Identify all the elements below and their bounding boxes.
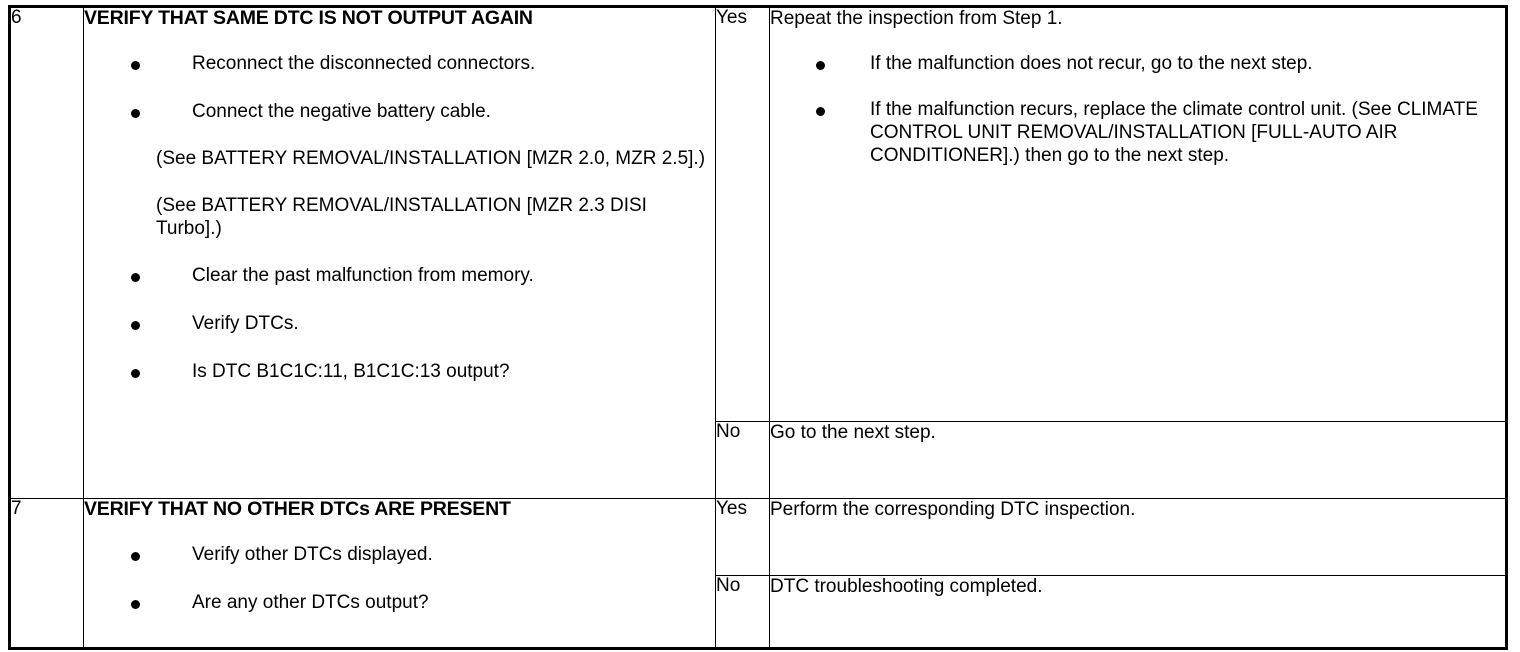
inspection-cell-7: VERIFY THAT NO OTHER DTCs ARE PRESENT Ve… xyxy=(83,498,716,649)
list-item-text: Connect the negative battery cable. xyxy=(192,101,491,123)
table-row: 6 VERIFY THAT SAME DTC IS NOT OUTPUT AGA… xyxy=(9,6,1507,499)
result-label-text: No xyxy=(716,575,741,596)
list-item-text: Verify DTCs. xyxy=(192,313,299,335)
list-item-text: Verify other DTCs displayed. xyxy=(192,544,433,566)
list-item: Reconnect the disconnected connectors. xyxy=(131,53,715,76)
list-item: Is DTC B1C1C:11, B1C1C:13 output? xyxy=(131,361,715,384)
table-row: No DTC troubleshooting completed. xyxy=(10,575,1507,649)
result-label-text: No xyxy=(716,421,741,442)
reference-note: (See BATTERY REMOVAL/INSTALLATION [MZR 2… xyxy=(156,148,706,170)
inspection-steps-7: Verify other DTCs displayed. Are any oth… xyxy=(84,544,715,615)
action-lead-text: Repeat the inspection from Step 1. xyxy=(770,8,1063,29)
list-item: Verify DTCs. xyxy=(131,313,715,336)
step-number: 6 xyxy=(11,7,22,28)
inspection-cell-6: VERIFY THAT SAME DTC IS NOT OUTPUT AGAIN… xyxy=(83,6,716,499)
list-item: Verify other DTCs displayed. xyxy=(131,544,715,567)
action-cell-7-no: DTC troubleshooting completed. xyxy=(769,575,1507,649)
list-item-text: If the malfunction recurs, replace the c… xyxy=(870,99,1478,166)
result-label-6-yes: Yes xyxy=(715,6,770,422)
result-label-text: Yes xyxy=(716,498,747,519)
result-label-7-yes: Yes xyxy=(715,498,770,576)
list-item: Clear the past malfunction from memory. xyxy=(131,265,715,288)
result-label-text: Yes xyxy=(716,7,747,28)
list-item: Are any other DTCs output? xyxy=(131,592,715,615)
reference-note: (See BATTERY REMOVAL/INSTALLATION [MZR 2… xyxy=(156,194,647,239)
action-cell-6-yes: Repeat the inspection from Step 1. If th… xyxy=(769,6,1507,422)
table-row: No Go to the next step. xyxy=(10,421,1507,499)
list-item: If the malfunction recurs, replace the c… xyxy=(816,99,1505,167)
table-row: 7 VERIFY THAT NO OTHER DTCs ARE PRESENT … xyxy=(9,498,1507,649)
inspection-title-7: VERIFY THAT NO OTHER DTCs ARE PRESENT xyxy=(84,498,511,520)
list-item-text: Clear the past malfunction from memory. xyxy=(192,265,534,287)
list-item-text: Are any other DTCs output? xyxy=(192,592,429,614)
action-bullets-6-yes: If the malfunction does not recur, go to… xyxy=(770,53,1505,167)
inspection-steps-6: Reconnect the disconnected connectors. C… xyxy=(84,53,715,124)
list-item: If the malfunction does not recur, go to… xyxy=(816,53,1505,76)
action-cell-6-no: Go to the next step. xyxy=(769,421,1507,499)
inspection-title-6: VERIFY THAT SAME DTC IS NOT OUTPUT AGAIN xyxy=(84,7,533,29)
list-item-text: Is DTC B1C1C:11, B1C1C:13 output? xyxy=(192,361,510,383)
list-item-text: Reconnect the disconnected connectors. xyxy=(192,53,536,75)
list-item-text: If the malfunction does not recur, go to… xyxy=(870,53,1313,75)
action-lead-text: Perform the corresponding DTC inspection… xyxy=(770,499,1136,520)
result-label-7-no: No xyxy=(715,575,770,649)
dtc-inspection-table: 6 VERIFY THAT SAME DTC IS NOT OUTPUT AGA… xyxy=(8,5,1508,650)
result-label-6-no: No xyxy=(715,421,770,499)
action-cell-7-yes: Perform the corresponding DTC inspection… xyxy=(769,498,1507,576)
list-item: Connect the negative battery cable. xyxy=(131,101,715,124)
inspection-steps-6-cont: Clear the past malfunction from memory. … xyxy=(84,265,715,383)
action-lead-text: DTC troubleshooting completed. xyxy=(770,576,1043,597)
step-number-cell-6: 6 xyxy=(9,6,84,499)
step-number-cell-7: 7 xyxy=(9,498,84,649)
step-number: 7 xyxy=(11,498,22,519)
action-lead-text: Go to the next step. xyxy=(770,422,936,443)
